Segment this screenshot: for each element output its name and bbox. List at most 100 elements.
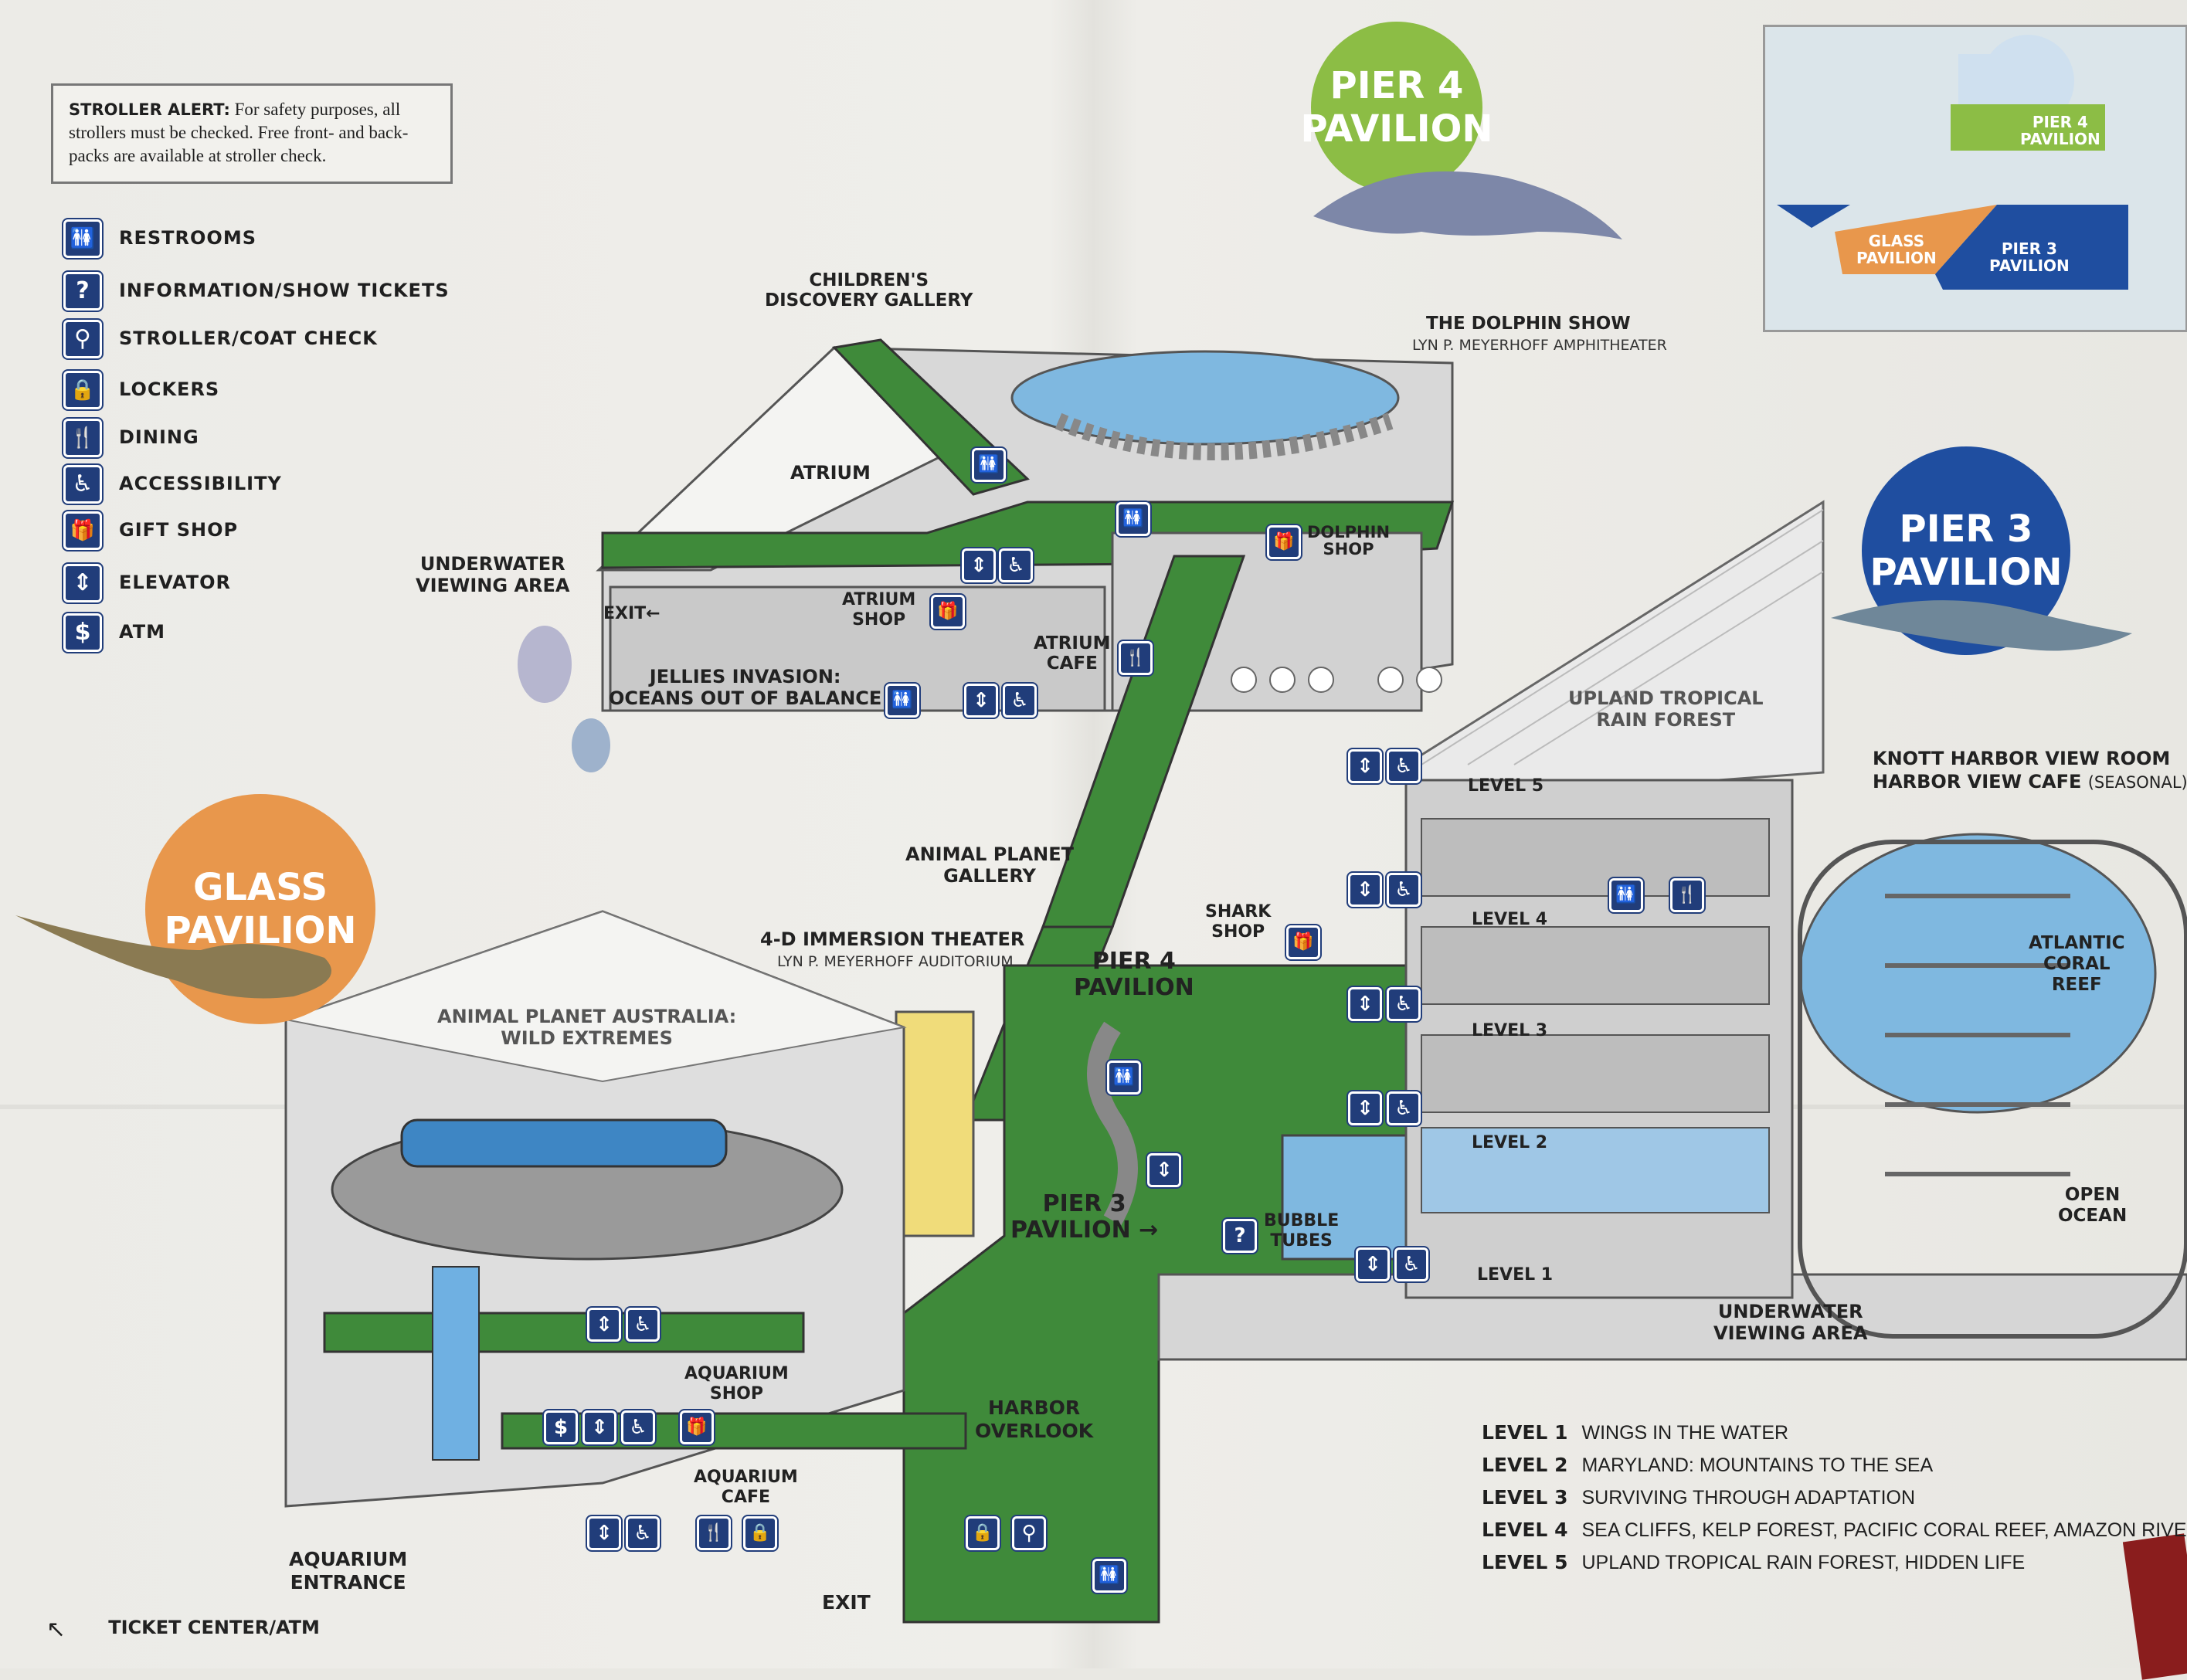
ticket-center-label: TICKET CENTER/ATM xyxy=(108,1617,320,1638)
pier3-pavilion-title: PIER 3 PAVILION xyxy=(1869,507,2063,594)
elevator-icon[interactable]: ⇕ xyxy=(1348,987,1382,1021)
pier3-building xyxy=(1404,500,2187,1339)
level-number: LEVEL 3 xyxy=(1482,1486,1568,1509)
accessibility-icon[interactable]: ♿ xyxy=(999,548,1033,582)
elevator-icon[interactable]: ⇕ xyxy=(1348,1091,1382,1125)
childrens-gallery-label: CHILDREN'S DISCOVERY GALLERY xyxy=(765,270,973,311)
legend-label: GIFT SHOP xyxy=(119,519,239,541)
pier3-walkway-label: PIER 3 PAVILION → xyxy=(1010,1190,1159,1244)
mini-map-glass-label: GLASS PAVILION xyxy=(1856,232,1937,267)
atrium-label: ATRIUM xyxy=(790,462,871,484)
atm-icon[interactable]: $ xyxy=(544,1410,578,1444)
information-icon[interactable]: ? xyxy=(1223,1219,1257,1253)
ticket-center-pointer[interactable]: ↖ TICKET CENTER/ATM xyxy=(46,1616,320,1643)
level-number: LEVEL 2 xyxy=(1482,1454,1568,1476)
shark-shop-label: SHARK SHOP xyxy=(1205,902,1272,942)
open-ocean-label: OPEN OCEAN xyxy=(2058,1185,2128,1226)
atrium-shop-label: ATRIUM SHOP xyxy=(842,590,916,630)
stroller-icon: ⚲ xyxy=(63,320,102,358)
gift-shop-icon[interactable]: 🎁 xyxy=(1286,925,1320,959)
underwater-viewing-lower-label: UNDERWATER VIEWING AREA xyxy=(1713,1301,1868,1344)
shark-icon xyxy=(1831,600,2132,651)
stroller-icon[interactable]: ⚲ xyxy=(1012,1516,1046,1550)
legend-label: INFORMATION/SHOW TICKETS xyxy=(119,280,450,301)
aquarium-cafe-label: AQUARIUM CAFE xyxy=(694,1468,798,1507)
jellyfish-small-icon xyxy=(572,718,610,772)
elevator-icon: ⇕ xyxy=(63,564,102,602)
accessibility-icon[interactable]: ♿ xyxy=(1394,1247,1428,1281)
legend-label: DINING xyxy=(119,426,199,448)
legend-label: ACCESSIBILITY xyxy=(119,473,282,494)
gift-shop-icon[interactable]: 🎁 xyxy=(1267,525,1301,559)
level-exhibits: WINGS IN THE WATER xyxy=(1581,1422,1789,1444)
australia-exhibit-label: ANIMAL PLANET AUSTRALIA: WILD EXTREMES xyxy=(437,1006,737,1049)
locker-icon[interactable]: 🔒 xyxy=(966,1516,1000,1550)
level2-label: LEVEL 2 xyxy=(1472,1133,1548,1152)
mini-map: PIER 4 PAVILION GLASS PAVILION PIER 3 PA… xyxy=(1763,25,2187,332)
locker-icon[interactable]: 🔒 xyxy=(743,1516,777,1550)
level-number: LEVEL 4 xyxy=(1482,1519,1568,1541)
accessibility-icon[interactable]: ♿ xyxy=(626,1516,660,1550)
level3-label: LEVEL 3 xyxy=(1472,1021,1548,1040)
restroom-icon[interactable]: 🚻 xyxy=(885,684,919,718)
dining-icon[interactable]: 🍴 xyxy=(1119,641,1153,675)
restroom-icon[interactable]: 🚻 xyxy=(1092,1559,1126,1593)
level5-label: LEVEL 5 xyxy=(1468,776,1544,796)
dolphin-show-sublabel: LYN P. MEYERHOFF AMPHITHEATER xyxy=(1412,337,1667,354)
accessibility-icon[interactable]: ♿ xyxy=(1387,1091,1421,1125)
stroller-alert-box: STROLLER ALERT: For safety purposes, all… xyxy=(51,83,453,184)
information-icon: ? xyxy=(63,272,102,311)
aquarium-shop-label: AQUARIUM SHOP xyxy=(684,1364,789,1403)
harbor-overlook-label: HARBOR OVERLOOK xyxy=(975,1397,1094,1442)
restroom-icon[interactable]: 🚻 xyxy=(1116,502,1150,536)
aquarium-entrance-label: AQUARIUM ENTRANCE xyxy=(289,1548,408,1593)
immersion-theater-label: 4-D IMMERSION THEATER xyxy=(760,928,1025,950)
elevator-icon[interactable]: ⇕ xyxy=(964,684,998,718)
gift-shop-icon[interactable]: 🎁 xyxy=(931,595,965,629)
elevator-icon[interactable]: ⇕ xyxy=(1348,749,1382,783)
restroom-icon[interactable]: 🚻 xyxy=(972,448,1006,482)
legend-label: LOCKERS xyxy=(119,378,220,400)
locker-icon: 🔒 xyxy=(63,371,102,409)
jellyfish-icon xyxy=(518,626,572,703)
stroller-alert-title: STROLLER ALERT: xyxy=(69,100,230,119)
animal-planet-gallery-label: ANIMAL PLANET GALLERY xyxy=(905,843,1075,887)
harbor-cafe-text: HARBOR VIEW CAFE xyxy=(1873,771,2082,792)
gift-shop-icon: 🎁 xyxy=(63,511,102,550)
upland-forest-label: UPLAND TROPICAL RAIN FOREST xyxy=(1568,687,1764,731)
elevator-icon[interactable]: ⇕ xyxy=(587,1516,621,1550)
exit-lower-label: EXIT xyxy=(822,1591,871,1614)
restroom-icon[interactable]: 🚻 xyxy=(1107,1061,1141,1095)
restroom-icon[interactable]: 🚻 xyxy=(1609,878,1643,912)
accessibility-icon[interactable]: ♿ xyxy=(621,1410,655,1444)
mini-map-pier4-label: PIER 4 PAVILION xyxy=(2020,113,2100,148)
accessibility-icon[interactable]: ♿ xyxy=(626,1308,660,1342)
glass-pavilion-building xyxy=(283,910,967,1508)
gift-shop-icon[interactable]: 🎁 xyxy=(680,1410,714,1444)
elevator-icon[interactable]: ⇕ xyxy=(1348,873,1382,907)
accessibility-icon[interactable]: ♿ xyxy=(1387,987,1421,1021)
mini-map-pier3-label: PIER 3 PAVILION xyxy=(1989,239,2070,275)
accessibility-icon[interactable]: ♿ xyxy=(1387,873,1421,907)
harbor-cafe-label: HARBOR VIEW CAFE (SEASONAL) xyxy=(1873,771,2187,792)
elevator-icon[interactable]: ⇕ xyxy=(582,1410,616,1444)
dolphin-show-label: THE DOLPHIN SHOW xyxy=(1426,314,1631,334)
elevator-icon[interactable]: ⇕ xyxy=(1147,1153,1181,1187)
atrium-cafe-label: ATRIUM CAFE xyxy=(1034,633,1111,674)
elevator-icon[interactable]: ⇕ xyxy=(1356,1247,1390,1281)
elevator-icon[interactable]: ⇕ xyxy=(587,1308,621,1342)
dining-icon: 🍴 xyxy=(63,419,102,457)
harbor-cafe-note: (SEASONAL) xyxy=(2087,773,2187,792)
dining-icon[interactable]: 🍴 xyxy=(1670,878,1704,912)
elevator-icon[interactable]: ⇕ xyxy=(962,548,996,582)
glass-pavilion-title: GLASS PAVILION xyxy=(164,866,357,952)
level1-label: LEVEL 1 xyxy=(1477,1265,1554,1285)
accessibility-icon[interactable]: ♿ xyxy=(1387,749,1421,783)
restroom-icon: 🚻 xyxy=(63,219,102,258)
knott-room-label: KNOTT HARBOR VIEW ROOM xyxy=(1873,748,2171,769)
level-number: LEVEL 5 xyxy=(1482,1551,1568,1573)
accessibility-icon[interactable]: ♿ xyxy=(1003,684,1037,718)
dining-icon[interactable]: 🍴 xyxy=(697,1516,731,1550)
